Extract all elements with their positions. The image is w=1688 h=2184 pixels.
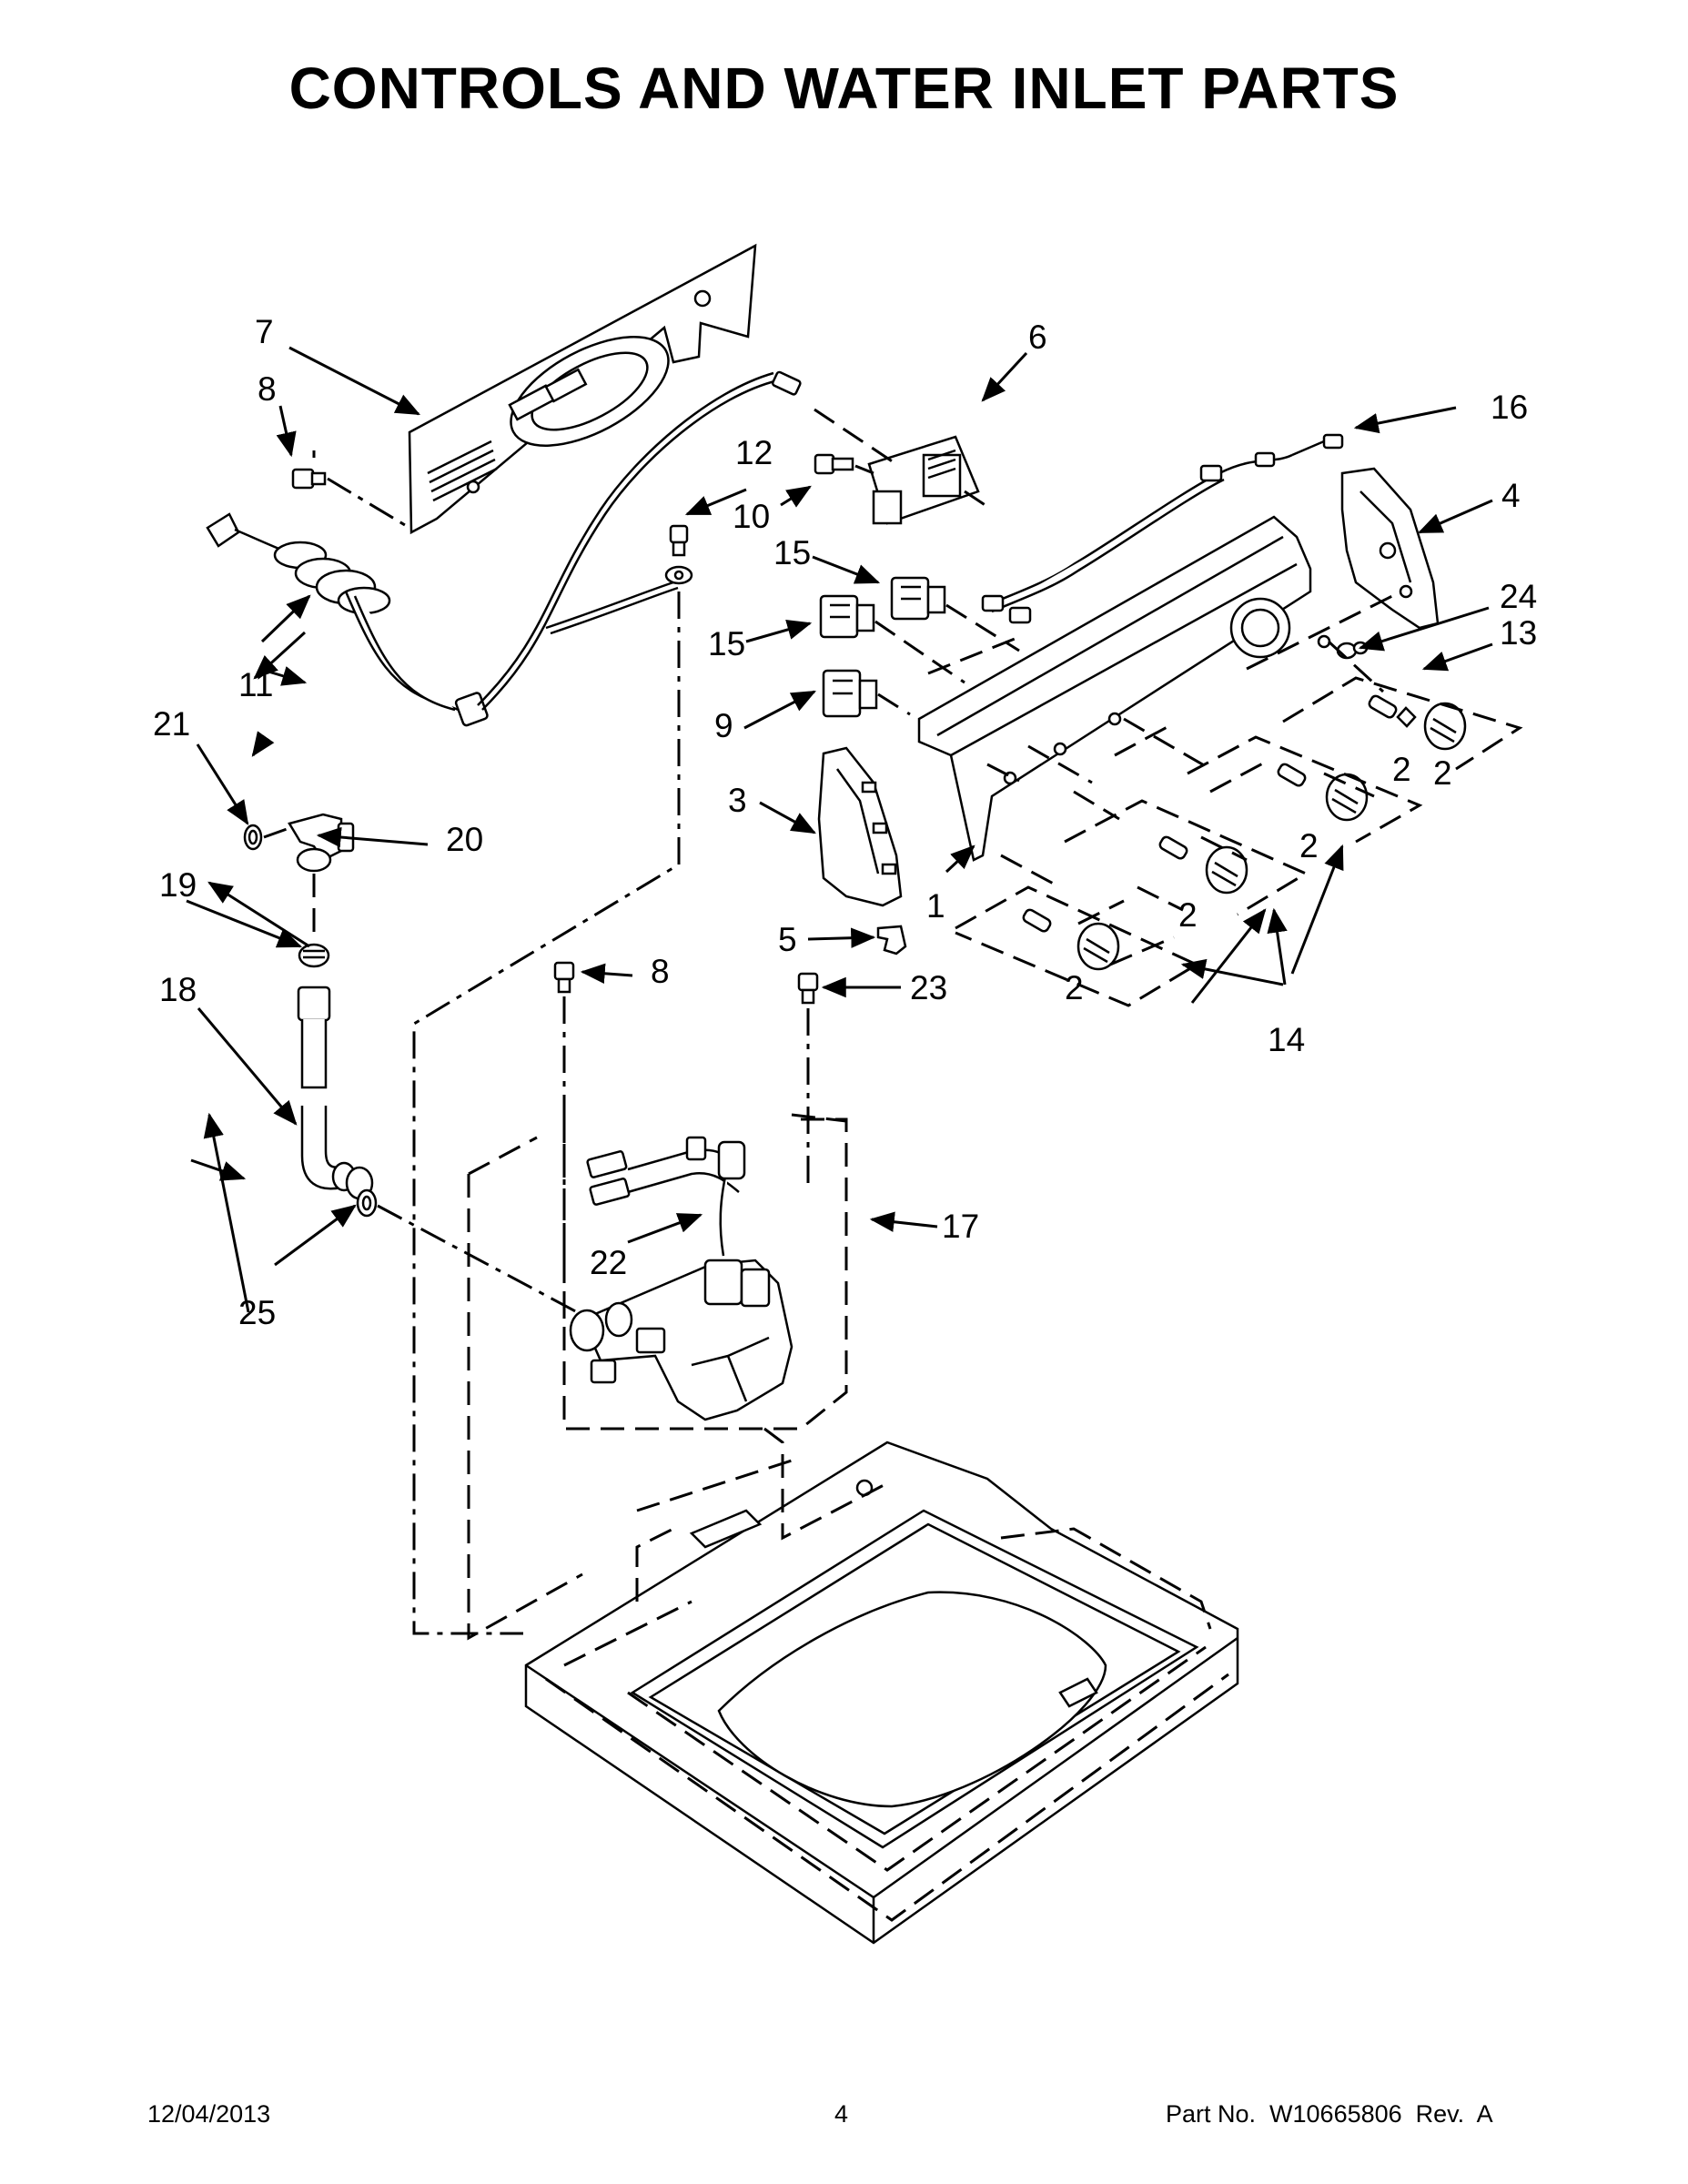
inlet-hose: [297, 986, 374, 1200]
knob-assembly-3: [1158, 835, 1248, 895]
callout-24: 24: [1500, 578, 1537, 615]
page-title: CONTROLS AND WATER INLET PARTS: [288, 56, 1400, 121]
callout-8: 8: [258, 370, 277, 408]
console-wire-harness: [981, 433, 1344, 624]
valve-wire-harness: [586, 1136, 746, 1257]
callout-2: 2: [1299, 827, 1319, 864]
screw-8-top: [291, 468, 327, 490]
callout-1: 1: [926, 887, 945, 925]
callout-12: 12: [735, 434, 773, 471]
footer-date: 12/04/2013: [147, 2100, 271, 2128]
switch-9: [822, 669, 878, 718]
control-board: [867, 435, 980, 525]
washer-21: [243, 824, 263, 851]
callout-5: 5: [778, 921, 797, 958]
callout-11: 11: [238, 666, 273, 703]
footer-part-number: Part No. W10665806 Rev. A: [1166, 2100, 1493, 2128]
washer-25: [356, 1188, 378, 1218]
callout-10: 10: [733, 498, 770, 535]
callout-labels: 1 2 2 2 2 2 3 4 5 6 7 8 8 9 10 11 12 13 …: [153, 313, 1537, 1331]
callout-14: 14: [1268, 1021, 1305, 1058]
power-cord: [206, 370, 802, 727]
screw-8-lower: [553, 961, 575, 994]
knob-assembly-4: [1022, 908, 1120, 971]
callout-23: 23: [910, 969, 947, 1006]
control-console: [917, 515, 1331, 862]
switch-15-lower: [819, 594, 875, 639]
console-end-cap-left: [817, 746, 903, 907]
callout-18: 18: [159, 971, 197, 1008]
callout-25: 25: [238, 1294, 276, 1331]
callout-2: 2: [1178, 896, 1198, 934]
knob-assembly-2: [1277, 763, 1369, 822]
callout-6: 6: [1028, 318, 1047, 356]
callout-20: 20: [446, 821, 483, 858]
callout-16: 16: [1491, 389, 1528, 426]
callout-2: 2: [1433, 754, 1452, 792]
screw-10: [814, 453, 854, 475]
footer-page-number: 4: [834, 2100, 849, 2128]
leader-arrows: [186, 346, 1493, 1313]
callout-7: 7: [255, 313, 274, 350]
callout-22: 22: [590, 1244, 627, 1281]
washer-top-cover: [524, 1441, 1239, 1945]
callout-2: 2: [1065, 969, 1084, 1006]
water-inlet-valve: [569, 1259, 793, 1421]
knob-assembly-1: [1368, 694, 1467, 751]
console-end-cap: [1340, 467, 1440, 630]
screw-23: [797, 972, 819, 1005]
inlet-screen: [298, 943, 330, 968]
clip-5: [876, 925, 907, 956]
callout-2: 2: [1392, 751, 1411, 788]
callout-21: 21: [153, 705, 190, 743]
callout-15: 15: [773, 534, 811, 571]
callout-15: 15: [708, 625, 745, 662]
callout-8: 8: [651, 953, 670, 990]
ground-screw: [664, 524, 693, 585]
switch-15-upper: [890, 576, 946, 621]
callout-19: 19: [159, 866, 197, 904]
callout-9: 9: [714, 707, 733, 744]
callout-17: 17: [942, 1208, 979, 1245]
callout-3: 3: [728, 782, 747, 819]
inlet-elbow: [288, 813, 355, 873]
rear-console-panel: [408, 243, 757, 535]
callout-4: 4: [1501, 477, 1521, 514]
callout-13: 13: [1500, 614, 1537, 652]
